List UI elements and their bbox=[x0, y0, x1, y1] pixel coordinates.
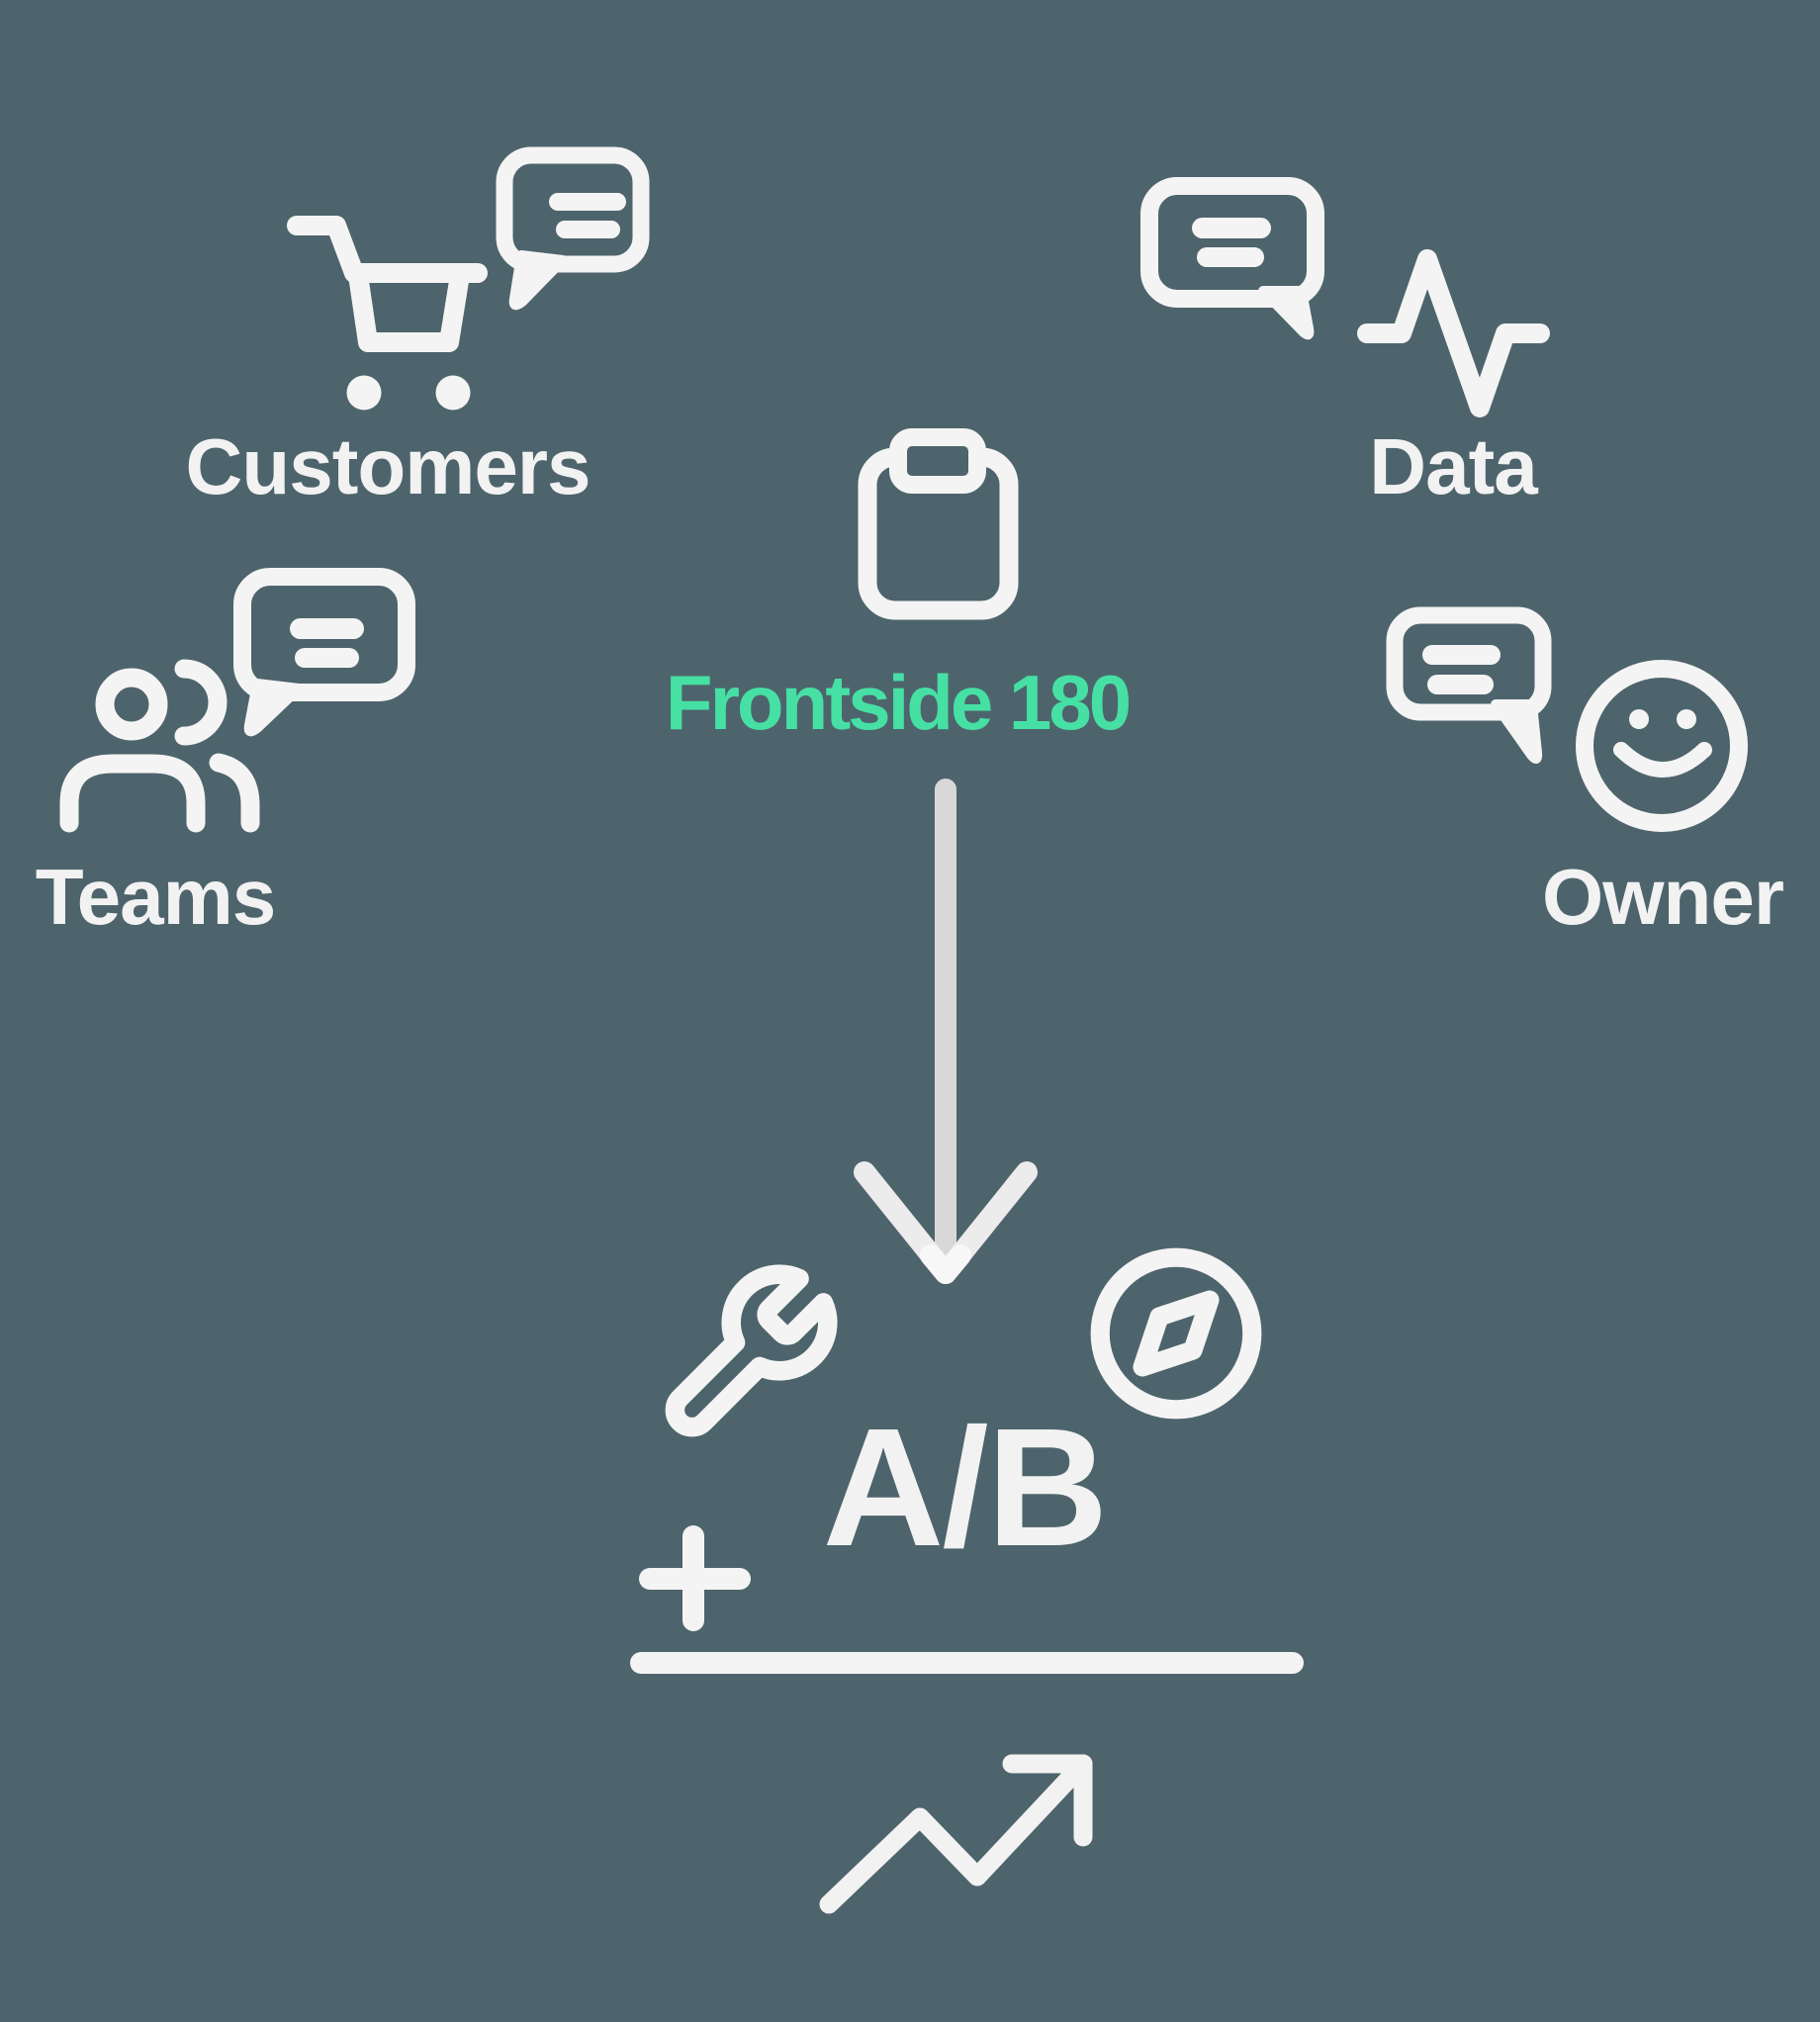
chat-bubble-icon bbox=[233, 568, 415, 737]
chat-bubble-icon bbox=[1140, 177, 1324, 340]
fraction-divider-line bbox=[630, 1652, 1304, 1674]
arrow-down-icon bbox=[854, 779, 1038, 1284]
activity-pulse-icon bbox=[1357, 249, 1550, 417]
trending-up-icon bbox=[819, 1754, 1093, 1914]
ab-test-label: A/B bbox=[822, 1394, 1109, 1582]
customers-label: Customers bbox=[185, 422, 592, 510]
frontside-180-title: Frontside 180 bbox=[665, 659, 1132, 746]
plus-icon bbox=[639, 1525, 751, 1631]
chat-bubble-icon bbox=[1386, 606, 1552, 764]
chat-bubble-icon bbox=[496, 146, 650, 311]
owner-label: Owner bbox=[1542, 853, 1784, 941]
teams-label: Teams bbox=[35, 853, 277, 941]
wrench-icon bbox=[665, 1264, 838, 1437]
data-label: Data bbox=[1369, 422, 1537, 510]
users-icon bbox=[59, 659, 260, 833]
compass-icon bbox=[1090, 1247, 1262, 1420]
shopping-cart-icon bbox=[287, 216, 488, 411]
smile-face-icon bbox=[1576, 660, 1748, 832]
clipboard-icon bbox=[858, 428, 1019, 620]
